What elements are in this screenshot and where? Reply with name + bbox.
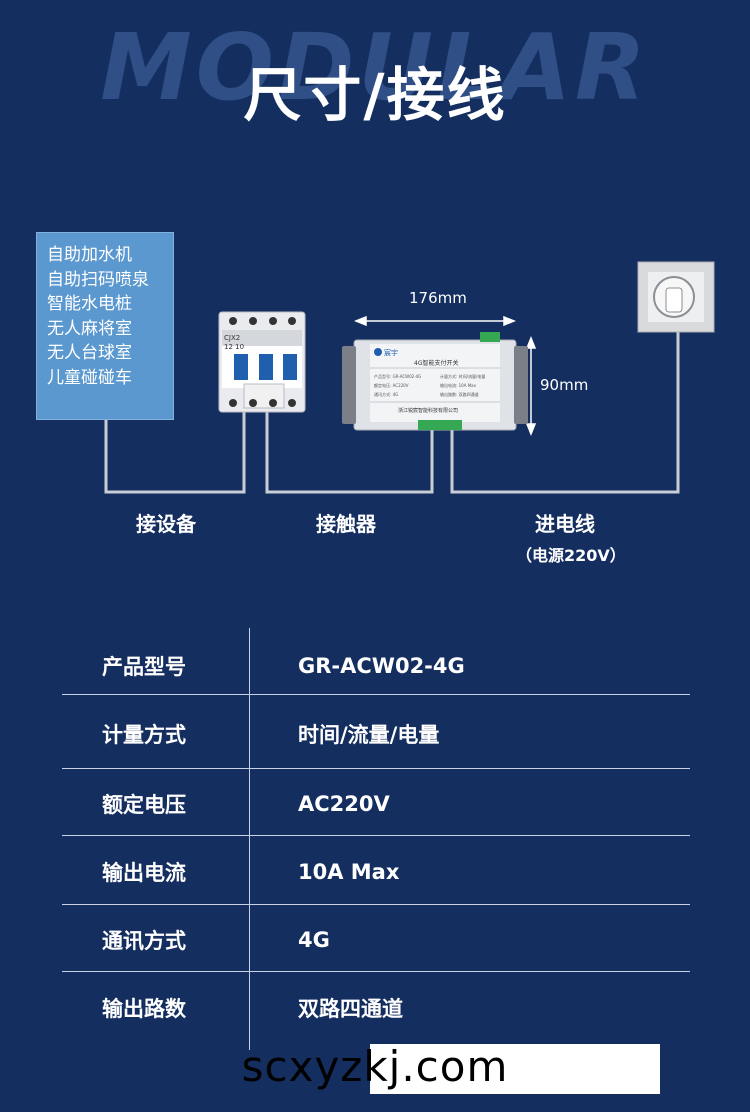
spec-row: 产品型号 GR-ACW02-4G	[62, 632, 690, 700]
spec-value: 双路四通道	[298, 997, 403, 1021]
module-title: 4G智能支付开关	[414, 359, 458, 367]
spec-row-rule	[62, 694, 690, 695]
spec-table-divider	[249, 628, 250, 1050]
device-list-item: 无人台球室	[47, 343, 132, 363]
module-spec-right: 计量方式: 时间/流量/电量	[440, 373, 485, 379]
spec-key: 计量方式	[102, 723, 186, 747]
module-company: 浙江锐宸智能科技有限公司	[398, 407, 458, 414]
module-brand: 宸宇	[384, 348, 398, 357]
device-list-item: 自助扫码喷泉	[47, 269, 149, 290]
device-list-item: 自助加水机	[47, 245, 132, 265]
spec-value: GR-ACW02-4G	[298, 654, 465, 678]
contactor-image	[218, 311, 306, 413]
spec-row-rule	[62, 971, 690, 972]
device-list-item: 无人麻将室	[47, 318, 132, 339]
spec-row: 输出电流 10A Max	[62, 838, 690, 906]
page-title: 尺寸/接线	[243, 61, 507, 129]
spec-key: 输出电流	[102, 861, 186, 885]
spec-row: 通讯方式 4G	[62, 906, 690, 974]
spec-table: 产品型号 GR-ACW02-4G 计量方式 时间/流量/电量 额定电压 AC22…	[62, 628, 690, 1050]
device-list-item: 智能水电桩	[47, 294, 132, 314]
wiring-lines	[104, 326, 680, 494]
spec-key: 额定电压	[102, 793, 186, 817]
spec-key: 产品型号	[102, 655, 186, 679]
website-backdrop	[370, 1044, 660, 1094]
module-spec-left: 通讯方式: 4G	[374, 391, 398, 397]
module-spec-right: 输出路数: 双路四通道	[440, 391, 479, 397]
spec-row: 计量方式 时间/流量/电量	[62, 700, 690, 768]
spec-key: 通讯方式	[102, 929, 186, 953]
wiring-diagram: CJX2 12 10 宸宇 4G智能支付开关 产品型号: GR-ACW02-4G…	[104, 261, 715, 494]
wall-socket-image	[637, 261, 715, 333]
spec-row: 输出路数 双路四通道	[62, 974, 690, 1042]
height-dimension-label: 90mm	[540, 376, 589, 394]
spec-row-rule	[62, 768, 690, 769]
spec-value: 时间/流量/电量	[298, 723, 440, 747]
height-dimension-arrow	[525, 335, 537, 437]
module-image	[342, 332, 528, 431]
background-watermark-word: MODULAR	[100, 14, 650, 121]
label-connect-contactor: 接触器	[316, 512, 376, 536]
module-spec-left: 产品型号: GR-ACW02-4G	[374, 373, 421, 379]
module-spec-right: 输出电流: 10A Max	[440, 382, 477, 388]
spec-value: 4G	[298, 928, 330, 952]
spec-row-rule	[62, 904, 690, 905]
website-url: scxyzkj.com	[241, 1042, 509, 1091]
label-power-voltage: （电源220V）	[516, 546, 626, 565]
spec-value: AC220V	[298, 792, 390, 816]
label-connect-device: 接设备	[136, 512, 196, 536]
device-list-panel: 自助加水机 自助扫码喷泉 智能水电桩 无人麻将室 无人台球室 儿童碰碰车	[36, 232, 174, 420]
module-spec-left: 额定电压: AC220V	[374, 382, 409, 388]
spec-row: 额定电压 AC220V	[62, 770, 690, 838]
contactor-model-line2: 12 10	[224, 343, 244, 351]
width-dimension-label: 176mm	[409, 289, 467, 307]
spec-key: 输出路数	[102, 997, 186, 1021]
label-power-input: 进电线	[535, 512, 595, 536]
spec-value: 10A Max	[298, 860, 400, 884]
spec-row-rule	[62, 835, 690, 836]
width-dimension-arrow	[353, 315, 517, 327]
contactor-model-line1: CJX2	[224, 334, 240, 342]
device-list-item: 儿童碰碰车	[47, 367, 132, 388]
